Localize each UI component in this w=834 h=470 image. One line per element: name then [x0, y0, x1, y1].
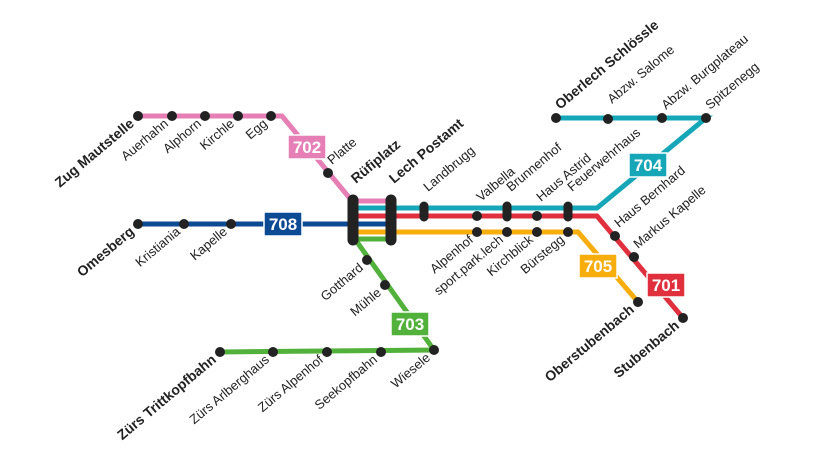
- station-label-alphorn: Alphorn: [160, 116, 204, 156]
- stop-kristiania[interactable]: [179, 219, 189, 229]
- stop-markus_kapelle[interactable]: [629, 252, 639, 262]
- stop-alpenhof[interactable]: [472, 227, 482, 237]
- stop-zuers_trittkopfbahn[interactable]: [215, 347, 225, 357]
- stop-muehle[interactable]: [380, 280, 390, 290]
- line-badge-703[interactable]: [390, 311, 430, 337]
- line-number-703: 703: [396, 315, 424, 334]
- stop-oberstubenbach[interactable]: [633, 297, 643, 307]
- route-line-705: [353, 229, 640, 304]
- stop-stubenbach[interactable]: [678, 313, 688, 323]
- line-badge-702[interactable]: [287, 134, 327, 160]
- station-label-kirchle: Kirchle: [197, 116, 237, 153]
- line-number-704: 704: [634, 156, 663, 175]
- stop-valbella[interactable]: [472, 211, 482, 221]
- line-badge-705[interactable]: [578, 253, 618, 279]
- stop-haus_bernhard[interactable]: [610, 231, 620, 241]
- stop-zuers_arlberghaus[interactable]: [268, 347, 278, 357]
- stop-gotthard[interactable]: [362, 255, 372, 265]
- stop-haus_astrid[interactable]: [532, 211, 542, 221]
- station-label-kapelle: Kapelle: [187, 224, 230, 263]
- station-label-muehle: Mühle: [347, 285, 384, 319]
- station-label-platte: Platte: [324, 134, 359, 167]
- stop-platte[interactable]: [323, 168, 333, 178]
- stop-egg[interactable]: [266, 111, 276, 121]
- stop-abzw_burgplateau[interactable]: [657, 113, 667, 123]
- line-number-702: 702: [293, 138, 321, 157]
- stop-abzw_salome[interactable]: [603, 114, 613, 124]
- stop-oberlech_schloessle[interactable]: [551, 113, 561, 123]
- stop-spitzenegg[interactable]: [701, 113, 711, 123]
- stop-kapelle[interactable]: [226, 219, 236, 229]
- line-badge-704[interactable]: [628, 152, 668, 178]
- station-label-egg: Egg: [243, 116, 270, 142]
- stop-zug_mautstelle[interactable]: [133, 111, 143, 121]
- line-number-708: 708: [269, 215, 297, 234]
- line-number-701: 701: [652, 276, 680, 295]
- stop-alphorn[interactable]: [200, 111, 210, 121]
- stop-kirchblick[interactable]: [532, 227, 542, 237]
- stop-kirchle[interactable]: [233, 111, 243, 121]
- stop-omesberg[interactable]: [133, 219, 143, 229]
- line-number-705: 705: [584, 257, 612, 276]
- stop-buerstegg[interactable]: [563, 227, 573, 237]
- line-badge-708[interactable]: [263, 211, 303, 237]
- stop-auerhahn[interactable]: [167, 111, 177, 121]
- station-label-kristiania: Kristiania: [132, 223, 183, 269]
- stop-sport_park_lech[interactable]: [502, 227, 512, 237]
- stop-wiesele[interactable]: [429, 345, 439, 355]
- station-label-omesberg: Omesberg: [74, 223, 137, 280]
- line-badge-701[interactable]: [646, 272, 686, 298]
- station-label-wiesele: Wiesele: [388, 350, 433, 391]
- stop-seekopfbahn[interactable]: [376, 347, 386, 357]
- station-label-zuers_trittkopfbahn: Zürs Trittkopfbahn: [114, 351, 219, 443]
- stop-zuers_alpenhof[interactable]: [322, 347, 332, 357]
